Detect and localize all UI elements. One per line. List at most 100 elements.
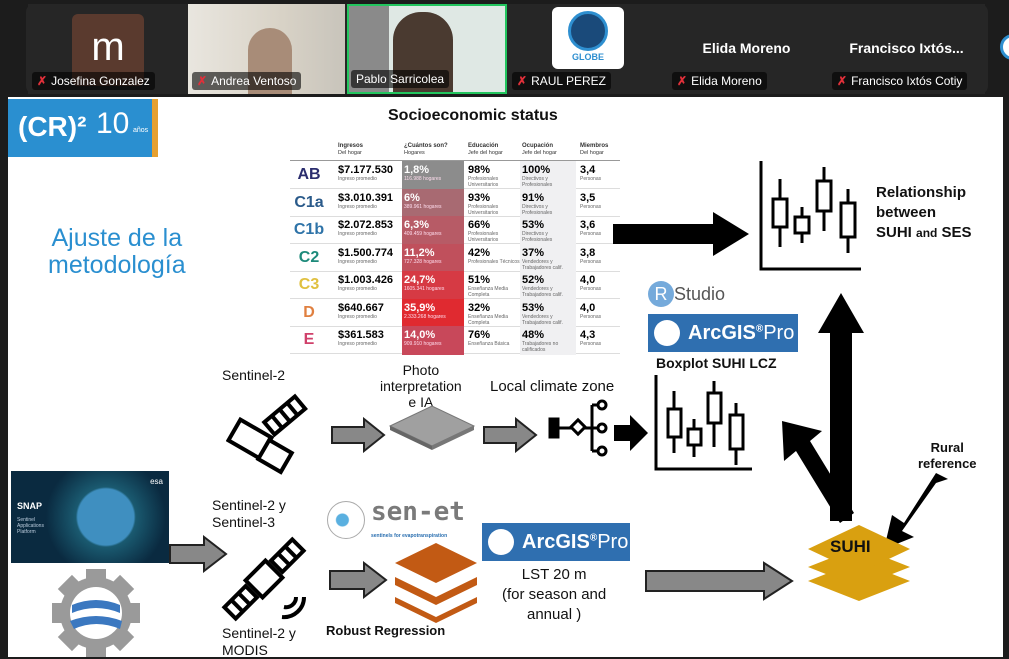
arrow-right-icon	[483, 417, 538, 453]
participant-tile[interactable]: ✗Andrea Ventoso	[188, 4, 345, 94]
table-cell: 35,9%2.333.268 hogares	[402, 298, 464, 328]
hierarchy-icon	[548, 399, 608, 457]
participant-tile[interactable]: m ✗Josefina Gonzalez	[28, 4, 185, 94]
column-header: ¿Cuántos son?Hogares	[404, 143, 448, 156]
table-cell: 53%Directivos y Profesionales	[520, 216, 576, 245]
participant-tile[interactable]: GLOBE ✗RAUL PEREZ	[508, 4, 665, 94]
suhi-label: SUHI	[830, 537, 871, 556]
arcgis-pro-logo: ArcGIS®Pro	[482, 523, 630, 561]
arrow-right-icon	[613, 212, 749, 256]
table-cell: 66%Profesionales Universitarios	[468, 219, 499, 243]
arcgis-pro-logo: ArcGIS®Pro	[648, 314, 798, 352]
robust-regression-label: Robust Regression	[326, 623, 446, 638]
arrow-right-icon	[645, 561, 794, 601]
boxplot-icon	[654, 375, 752, 471]
table-cell: 52%Vendedores y Trabajadores calif.	[520, 271, 576, 300]
cr2-logo: (CR)² 10 años	[8, 99, 158, 157]
table-cell: 100%Directivos y Profesionales	[520, 161, 576, 190]
table-cell: 48%Trabajadores no calificados	[520, 326, 576, 355]
satellite-icon	[221, 536, 307, 622]
arrow-right-icon	[331, 417, 386, 453]
table-cell: 93%Profesionales Universitarios	[468, 191, 499, 216]
arrow-up-icon	[818, 293, 864, 521]
suhi-layers-icon	[808, 525, 910, 601]
table-cell: 37%Vendedores y Trabajadores calif.	[520, 243, 576, 273]
table-cell: 53%Vendedores y Trabajadores calif.	[520, 298, 576, 328]
ses-title: Socioeconomic status	[388, 107, 558, 124]
mic-muted-icon: ✗	[677, 74, 688, 88]
table-cell: 6,3%409.459 hogares	[402, 216, 464, 245]
sen-et-logo: sen-et sentinels for evapotranspiration	[323, 497, 473, 543]
layers-icon	[395, 543, 477, 623]
next-participants-button[interactable]	[1000, 34, 1009, 60]
table-cell: 32%Enseñanza Media Completa	[468, 301, 509, 326]
table-cell: 76%Enseñanza Básica	[468, 329, 510, 347]
participant-strip	[26, 4, 988, 94]
table-cell: 11,2%727.328 hogares	[402, 243, 464, 273]
boxplot-icon	[759, 161, 861, 271]
lcz-label: Local climate zone	[490, 378, 615, 395]
satellite-icon	[226, 393, 308, 475]
participant-tile[interactable]: Elida Moreno ✗Elida Moreno	[668, 4, 825, 94]
table-cell: 24,7%1605.341 hogares	[402, 271, 464, 300]
mic-muted-icon: ✗	[837, 74, 848, 88]
mic-muted-icon: ✗	[517, 74, 528, 88]
participant-tile-active-speaker[interactable]: Pablo Sarricolea	[347, 4, 507, 94]
participant-tile[interactable]: Francisco Ixtós... ✗Francisco Ixtós Coti…	[828, 4, 985, 94]
snap-logo: SNAP Sentinel Applications Platform esa	[11, 471, 169, 563]
layer-plate-icon	[388, 405, 476, 450]
globe-logo: GLOBE	[552, 7, 624, 69]
table-cell: 14,0%909.910 hogares	[402, 326, 464, 355]
table-cell: 1,8%116.988 hogares	[402, 161, 464, 190]
table-cell: 91%Directivos y Profesionales	[520, 188, 576, 218]
sentinel2-label: Sentinel-2	[222, 367, 286, 383]
google-earth-engine-logo	[52, 569, 140, 657]
mic-muted-icon: ✗	[197, 74, 208, 88]
table-cell: 6%389.961 hogares	[402, 188, 464, 218]
arrow-right-icon	[614, 415, 648, 451]
arrow-right-icon	[329, 561, 388, 599]
table-cell: 42%Profesionales Técnicos	[468, 246, 520, 265]
arrow-up-left-icon	[782, 421, 854, 523]
arrow-down-left-icon	[884, 473, 948, 549]
table-cell: 98%Profesionales Universitarios	[468, 164, 499, 188]
arrow-right-icon	[169, 535, 228, 573]
boxplot-label: Boxplot SUHI LCZ	[656, 355, 777, 371]
mic-muted-icon: ✗	[37, 74, 48, 88]
